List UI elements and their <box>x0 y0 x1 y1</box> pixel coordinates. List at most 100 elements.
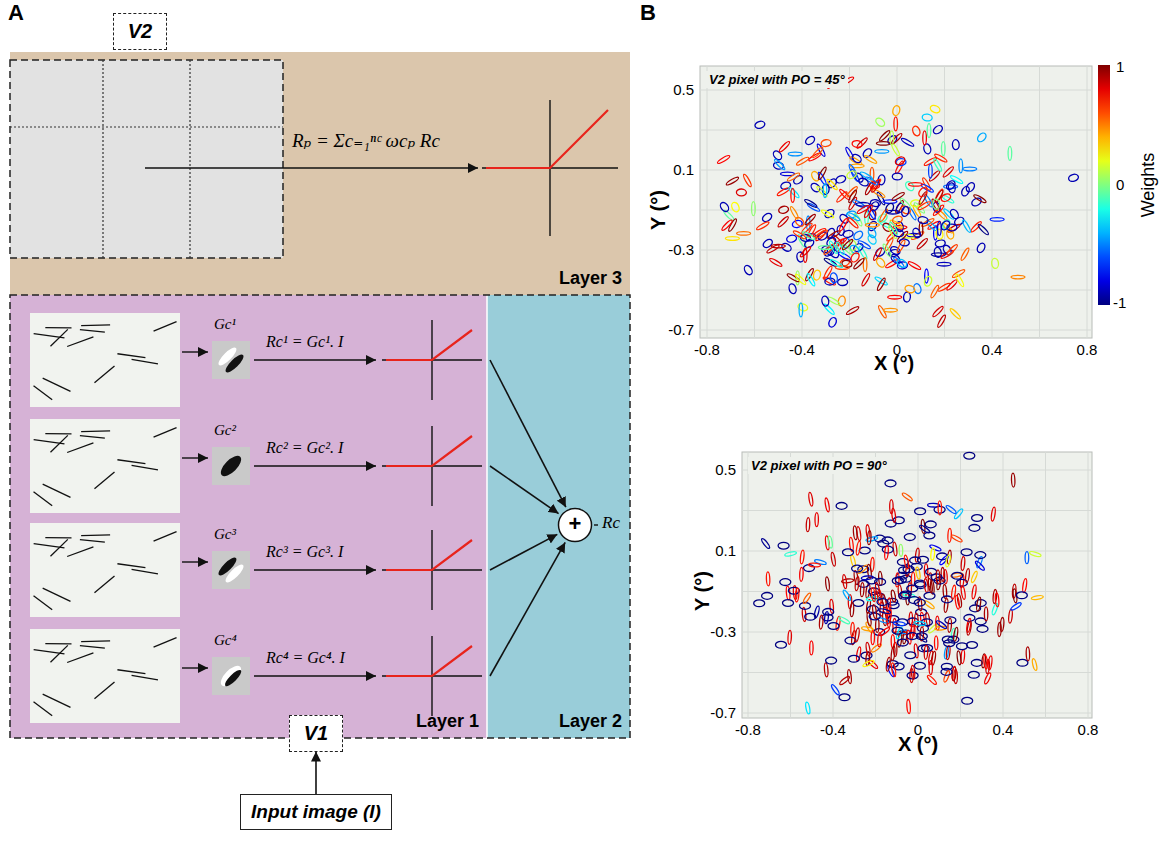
tick-label: 0.5 <box>673 81 694 98</box>
ellipse-shape <box>946 244 958 256</box>
ellipse-shape <box>977 626 988 633</box>
ellipse-shape <box>991 507 996 521</box>
node-text: Layer 2 <box>559 711 622 732</box>
ellipse-shape <box>784 551 796 557</box>
input-thumbnail <box>30 523 180 617</box>
ellipse-shape <box>926 674 937 685</box>
ellipse-shape <box>940 219 952 231</box>
ellipse-shape <box>943 670 951 682</box>
tick-label: -0.4 <box>789 341 815 358</box>
ellipse-shape <box>944 640 955 647</box>
ellipse-shape <box>971 585 976 599</box>
ellipse-shape <box>872 604 877 618</box>
ellipse-shape <box>991 603 998 616</box>
formula: Rₚ = Σc₌₁ⁿᶜ ωcₚ Rc <box>292 130 440 152</box>
ellipse-shape <box>1000 617 1005 631</box>
ellipse-shape <box>799 303 803 317</box>
tick-label: 0.8 <box>1077 341 1098 358</box>
line-shape <box>742 510 1092 511</box>
ellipse-shape <box>945 555 951 567</box>
ellipse-shape <box>937 262 951 266</box>
ellipse-shape <box>811 146 823 158</box>
ellipse-shape <box>974 560 985 571</box>
sum-arrow <box>490 534 557 570</box>
ellipse-shape <box>972 515 983 522</box>
tick-label: 0.8 <box>1078 721 1099 738</box>
ellipse-shape <box>925 521 936 528</box>
ellipse-shape <box>884 202 895 214</box>
ellipse-shape <box>891 508 896 522</box>
ellipse-shape <box>960 185 971 197</box>
path-shape <box>386 436 472 466</box>
ellipse-shape <box>942 166 954 178</box>
filter-label: Gc⁴ <box>214 632 237 649</box>
input-thumbnail <box>30 419 180 513</box>
v1-region-outline <box>10 295 630 738</box>
gabor-filter <box>212 657 250 695</box>
gabor-filter <box>212 551 250 589</box>
ellipse-shape <box>736 189 746 196</box>
ellipse-shape <box>867 531 871 545</box>
ellipse-shape <box>962 697 973 704</box>
ellipse-shape <box>888 295 902 299</box>
ellipse-shape <box>923 131 927 145</box>
ellipse-shape <box>875 579 886 586</box>
tick-label: -0.3 <box>668 241 694 258</box>
ellipse-shape <box>917 186 929 198</box>
ellipse-shape <box>965 181 977 193</box>
ellipse-shape <box>853 257 865 269</box>
ellipse-shape <box>911 665 915 679</box>
line-shape <box>50 645 67 662</box>
ellipse-shape <box>915 508 926 515</box>
ellipse-shape <box>963 167 977 171</box>
line-shape <box>67 653 93 663</box>
ellipse-shape <box>788 630 792 644</box>
input-thumbnail <box>30 629 180 723</box>
ellipse-shape <box>877 599 888 606</box>
ellipse-shape <box>878 608 891 614</box>
ellipse-shape <box>917 201 931 211</box>
ellipse-shape <box>891 590 897 602</box>
line-shape <box>918 452 919 718</box>
sum-circle: + <box>557 507 593 543</box>
ellipse-shape <box>766 572 770 586</box>
ellipse-shape <box>870 199 881 207</box>
line-shape <box>1045 452 1046 718</box>
ellipse-shape <box>886 610 892 624</box>
ellipse-shape <box>895 202 906 214</box>
ellipse-shape <box>856 204 870 214</box>
ellipse-shape <box>969 525 980 532</box>
node-text: Layer 1 <box>416 711 479 732</box>
line-shape <box>117 670 145 674</box>
ellipse-shape <box>837 279 847 286</box>
line-shape <box>34 386 53 400</box>
node-text: V2 pixel with PO = 45° <box>706 71 848 88</box>
panel-letter: A <box>8 0 24 25</box>
plot-panel: V2 pixel with PO = 45° <box>700 66 1092 338</box>
tick-label: -0.7 <box>668 321 694 338</box>
ellipse-shape <box>808 563 820 568</box>
ellipse-shape <box>937 314 947 328</box>
ellipse-shape <box>970 221 982 233</box>
sum-circle-shape <box>559 509 592 542</box>
ellipse-shape <box>973 194 987 204</box>
ellipse-shape <box>821 296 830 307</box>
ellipse-shape <box>788 283 797 294</box>
ellipse-shape <box>771 244 785 248</box>
ellipse-shape <box>915 567 921 579</box>
line-shape <box>132 569 158 573</box>
ellipse-shape <box>904 534 915 541</box>
ellipse-shape <box>874 116 886 128</box>
ellipse-shape <box>756 221 770 231</box>
line-shape <box>94 682 114 699</box>
axis-label: Y (°) <box>691 571 714 611</box>
tick-label: 0.5 <box>715 461 736 478</box>
ellipse-shape <box>995 593 999 607</box>
line-shape <box>117 564 145 568</box>
ellipse-shape <box>824 611 829 623</box>
line-shape <box>742 632 1092 633</box>
ellipse-shape <box>892 105 901 116</box>
ellipse-shape <box>867 227 878 239</box>
tick-label: -0.8 <box>694 341 720 358</box>
ellipse-shape <box>904 284 916 294</box>
